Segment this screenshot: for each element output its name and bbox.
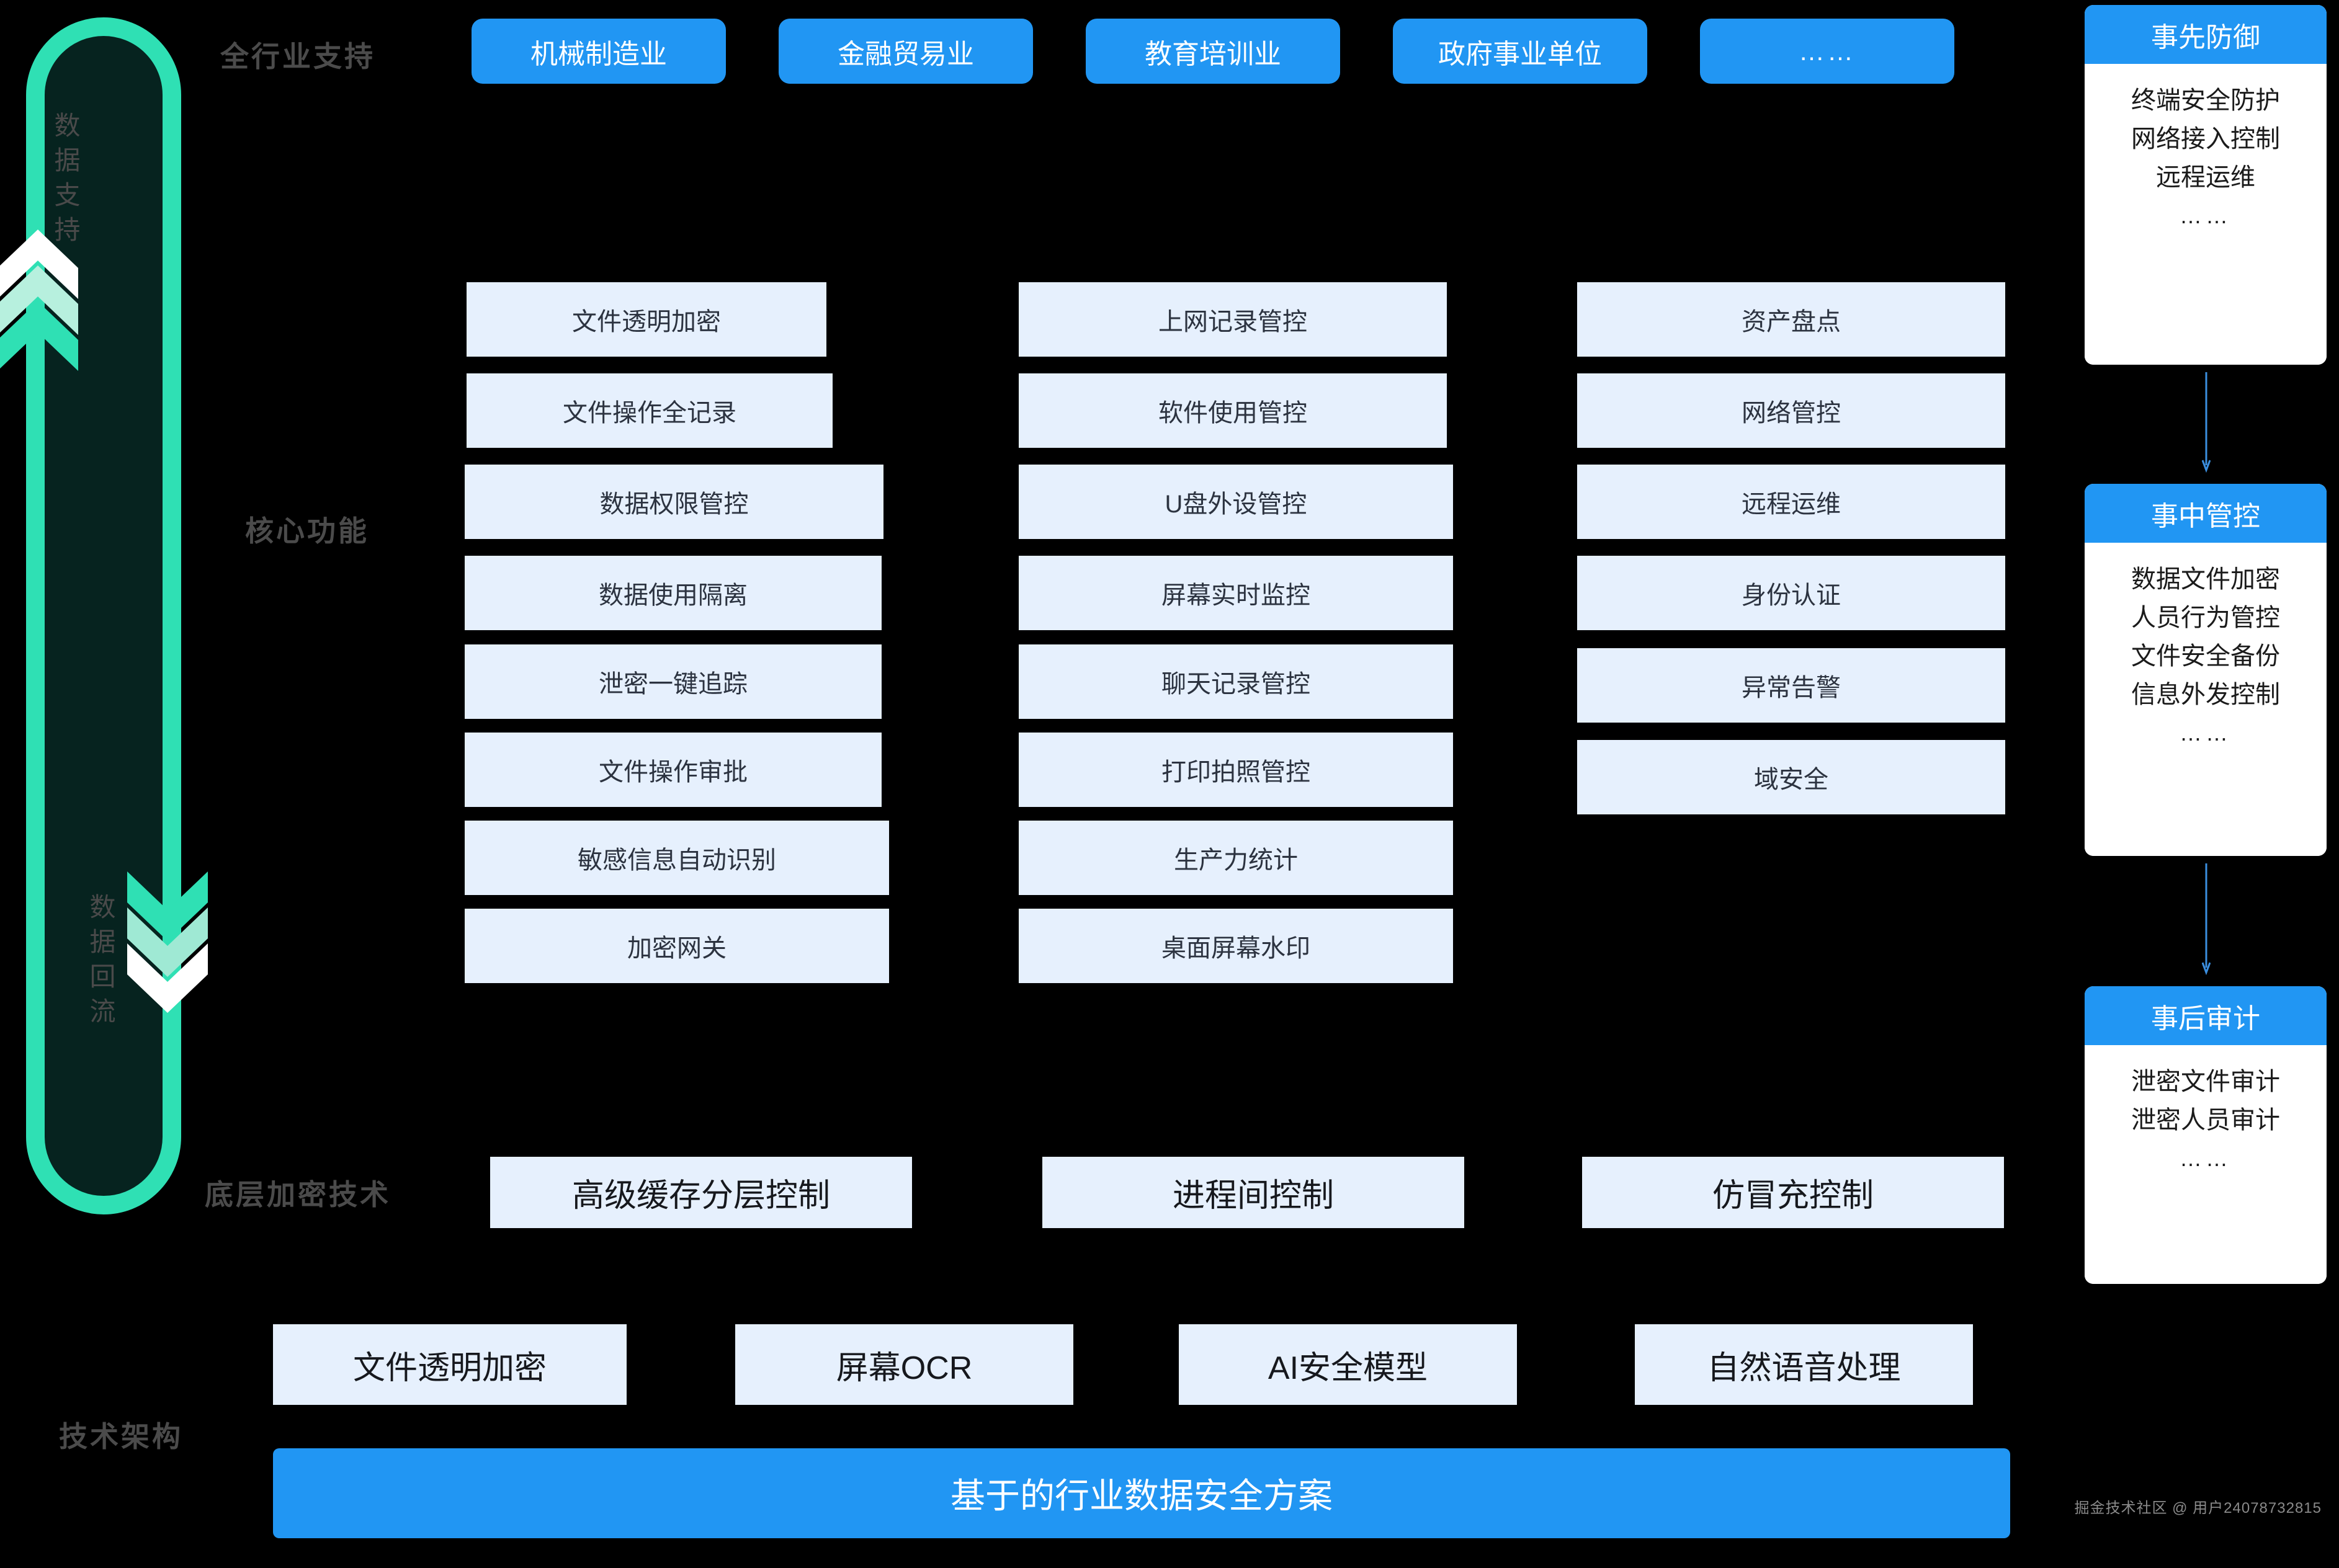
data-cycle-loop [26,17,181,1214]
core-function-box[interactable]: 软件使用管控 [1019,373,1447,448]
industry-pill[interactable]: 机械制造业 [472,19,726,84]
phase-arrow-down-icon [2201,863,2211,979]
phase-item: 人员行为管控 [2131,604,2280,631]
chevron-up-icon [0,229,78,412]
core-function-box[interactable]: 桌面屏幕水印 [1019,909,1453,983]
underlying-tech-box[interactable]: 仿冒充控制 [1582,1157,2004,1228]
core-function-box[interactable]: 泄密一键追踪 [465,644,882,719]
cycle-label-data-return: 数据回流 [86,893,115,1032]
core-function-box[interactable]: 文件操作全记录 [467,373,833,448]
phase-panel-in-process-control[interactable]: 事中管控 数据文件加密 人员行为管控 文件安全备份 信息外发控制 …… [2085,484,2327,856]
industry-pill[interactable]: 教育培训业 [1086,19,1340,84]
phase-panel-title: 事中管控 [2085,484,2327,543]
core-function-box[interactable]: 生产力统计 [1019,821,1453,895]
underlying-tech-box[interactable]: 高级缓存分层控制 [490,1157,912,1228]
phase-item-more: …… [2180,720,2232,746]
cycle-label-data-support: 数据支持 [51,112,80,251]
phase-item: 泄密文件审计 [2131,1068,2280,1095]
phase-item: 网络接入控制 [2131,125,2280,153]
phase-panel-body: 泄密文件审计 泄密人员审计 …… [2085,1045,2327,1284]
architecture-banner[interactable]: 基于的行业数据安全方案 [273,1448,2010,1538]
phase-item: 泄密人员审计 [2131,1107,2280,1134]
core-function-column: 文件透明加密 文件操作全记录 数据权限管控 数据使用隔离 泄密一键追踪 文件操作… [465,282,889,1000]
core-function-box[interactable]: 身份认证 [1577,556,2005,630]
core-function-box[interactable]: 聊天记录管控 [1019,644,1453,719]
core-function-box[interactable]: 数据使用隔离 [465,556,882,630]
underlying-tech-box[interactable]: 进程间控制 [1042,1157,1464,1228]
phase-item: 终端安全防护 [2131,87,2280,114]
phase-panel-pre-defense[interactable]: 事先防御 终端安全防护 网络接入控制 远程运维 …… [2085,5,2327,365]
chevron-down-icon [127,871,208,1054]
phase-panel-body: 数据文件加密 人员行为管控 文件安全备份 信息外发控制 …… [2085,543,2327,856]
phase-item: 文件安全备份 [2131,643,2280,670]
core-function-box[interactable]: 敏感信息自动识别 [465,821,889,895]
phase-arrow-down-icon [2201,372,2211,476]
phase-item: 远程运维 [2156,164,2255,191]
phase-item: 信息外发控制 [2131,681,2280,708]
architecture-box[interactable]: 文件透明加密 [273,1324,627,1405]
core-function-box[interactable]: 打印拍照管控 [1019,733,1453,807]
core-function-box[interactable]: 屏幕实时监控 [1019,556,1453,630]
phase-panel-body: 终端安全防护 网络接入控制 远程运维 …… [2085,64,2327,365]
core-function-box[interactable]: 数据权限管控 [465,465,883,539]
core-function-column: 资产盘点 网络管控 远程运维 身份认证 异常告警 域安全 [1577,282,2005,831]
core-function-box[interactable]: 资产盘点 [1577,282,2005,357]
phase-item-more: …… [2180,203,2232,228]
core-function-column: 上网记录管控 软件使用管控 U盘外设管控 屏幕实时监控 聊天记录管控 打印拍照管… [1019,282,1453,1000]
phase-panel-post-audit[interactable]: 事后审计 泄密文件审计 泄密人员审计 …… [2085,986,2327,1284]
section-label-core-functions: 核心功能 [245,515,369,547]
industry-pill-row: 机械制造业 金融贸易业 教育培训业 政府事业单位 …… [472,19,1954,84]
core-function-box[interactable]: 远程运维 [1577,465,2005,539]
architecture-box[interactable]: AI安全模型 [1179,1324,1517,1405]
core-function-box[interactable]: 域安全 [1577,740,2005,814]
core-function-box[interactable]: 加密网关 [465,909,889,983]
phase-item-more: …… [2180,1146,2232,1171]
section-label-underlying-tech: 底层加密技术 [205,1178,391,1211]
core-function-box[interactable]: 网络管控 [1577,373,2005,448]
core-function-box[interactable]: 文件操作审批 [465,733,882,807]
watermark-text: 掘金技术社区 @ 用户24078732815 [2074,1500,2322,1517]
core-function-box[interactable]: U盘外设管控 [1019,465,1453,539]
architecture-box[interactable]: 自然语音处理 [1635,1324,1973,1405]
phase-panel-title: 事先防御 [2085,5,2327,64]
industry-pill-more[interactable]: …… [1700,19,1954,84]
core-function-box[interactable]: 上网记录管控 [1019,282,1447,357]
architecture-box[interactable]: 屏幕OCR [735,1324,1073,1405]
industry-pill[interactable]: 政府事业单位 [1393,19,1647,84]
phase-item: 数据文件加密 [2131,566,2280,593]
industry-pill[interactable]: 金融贸易业 [779,19,1033,84]
section-label-architecture: 技术架构 [59,1420,183,1453]
core-function-box[interactable]: 异常告警 [1577,648,2005,723]
core-function-box[interactable]: 文件透明加密 [467,282,826,357]
section-label-industry: 全行业支持 [220,40,375,73]
phase-panel-title: 事后审计 [2085,986,2327,1045]
